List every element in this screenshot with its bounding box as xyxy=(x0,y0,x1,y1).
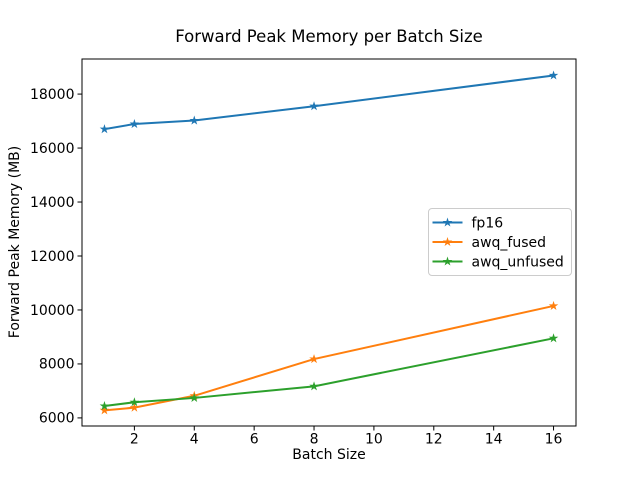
y-tick-label: 10000 xyxy=(30,303,75,319)
series-line-awq_unfused xyxy=(103,337,555,408)
data-point-star-fp16 xyxy=(99,124,110,134)
y-tick-label: 14000 xyxy=(30,195,75,211)
legend-marker-star xyxy=(442,237,453,247)
series-line-awq_fused xyxy=(103,304,555,412)
data-point-star-fp16 xyxy=(189,115,200,125)
legend-label-awq_unfused: awq_unfused xyxy=(472,254,564,270)
y-tick-label: 12000 xyxy=(30,249,75,265)
x-tick-label: 14 xyxy=(485,432,503,448)
data-point-star-fp16 xyxy=(309,101,319,111)
x-tick-label: 6 xyxy=(250,432,259,448)
x-axis-label: Batch Size xyxy=(292,447,366,463)
legend-marker-star xyxy=(442,217,453,227)
y-tick-label: 8000 xyxy=(39,357,75,373)
series-line-fp16 xyxy=(103,74,555,131)
data-point-star-fp16 xyxy=(129,119,140,129)
y-tick-label: 18000 xyxy=(30,87,75,103)
legend-label-fp16: fp16 xyxy=(472,215,504,231)
data-point-star-awq_unfused xyxy=(99,401,110,411)
data-point-star-awq_fused xyxy=(548,300,559,310)
data-point-star-awq_fused xyxy=(99,405,110,415)
x-tick-label: 12 xyxy=(425,432,443,448)
x-tick-label: 4 xyxy=(190,432,199,448)
x-tick-label: 2 xyxy=(130,432,139,448)
chart-title: Forward Peak Memory per Batch Size xyxy=(175,27,483,46)
legend-box xyxy=(428,208,572,276)
data-point-star-awq_fused xyxy=(309,354,319,364)
y-axis-label: Forward Peak Memory (MB) xyxy=(7,145,23,339)
data-point-star-fp16 xyxy=(548,70,559,80)
data-point-star-awq_unfused xyxy=(129,397,140,407)
data-point-star-awq_unfused xyxy=(189,392,200,402)
x-tick-label: 8 xyxy=(310,432,319,448)
legend-label-awq_fused: awq_fused xyxy=(472,235,547,251)
x-tick-label: 16 xyxy=(545,432,563,448)
y-tick-label: 16000 xyxy=(30,141,75,157)
data-point-star-awq_unfused xyxy=(309,381,319,391)
data-point-star-awq_unfused xyxy=(548,333,559,343)
legend-marker-star xyxy=(442,256,453,266)
y-tick-label: 6000 xyxy=(39,411,75,427)
plot-area xyxy=(81,58,577,427)
x-tick-label: 10 xyxy=(365,432,383,448)
data-point-star-awq_fused xyxy=(129,402,140,412)
